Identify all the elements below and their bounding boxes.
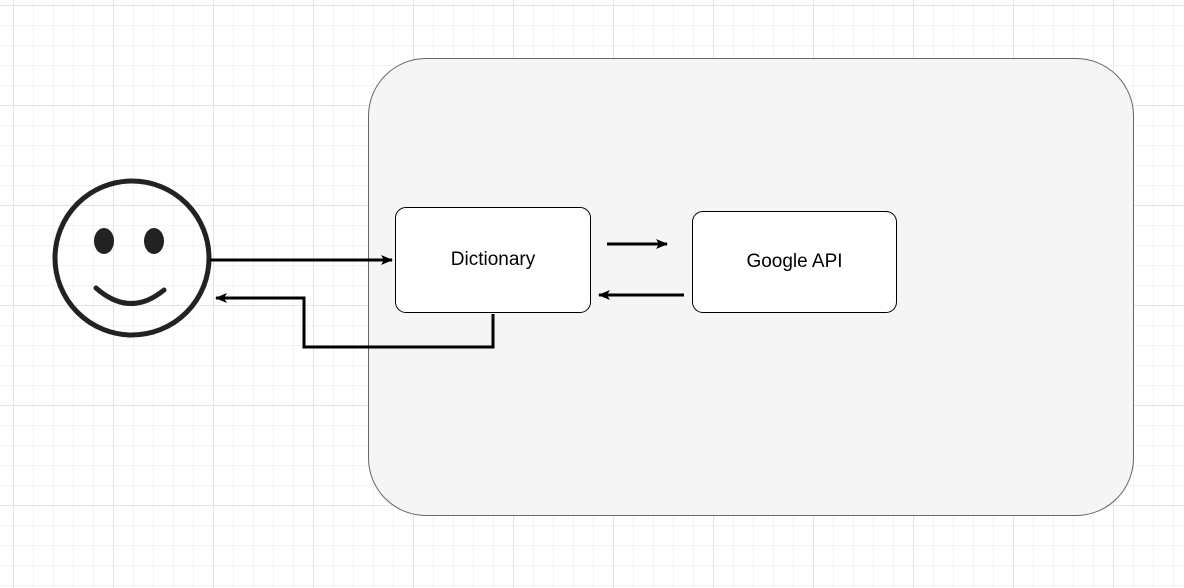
google-api-node[interactable]: Google API (692, 211, 897, 313)
arrow-dictionary-to-user[interactable] (215, 293, 495, 349)
google-api-label: Google API (746, 251, 843, 272)
dictionary-label: Dictionary (450, 249, 536, 270)
dictionary-node[interactable]: Dictionary (395, 207, 591, 313)
smiley-face-icon[interactable] (52, 178, 212, 338)
